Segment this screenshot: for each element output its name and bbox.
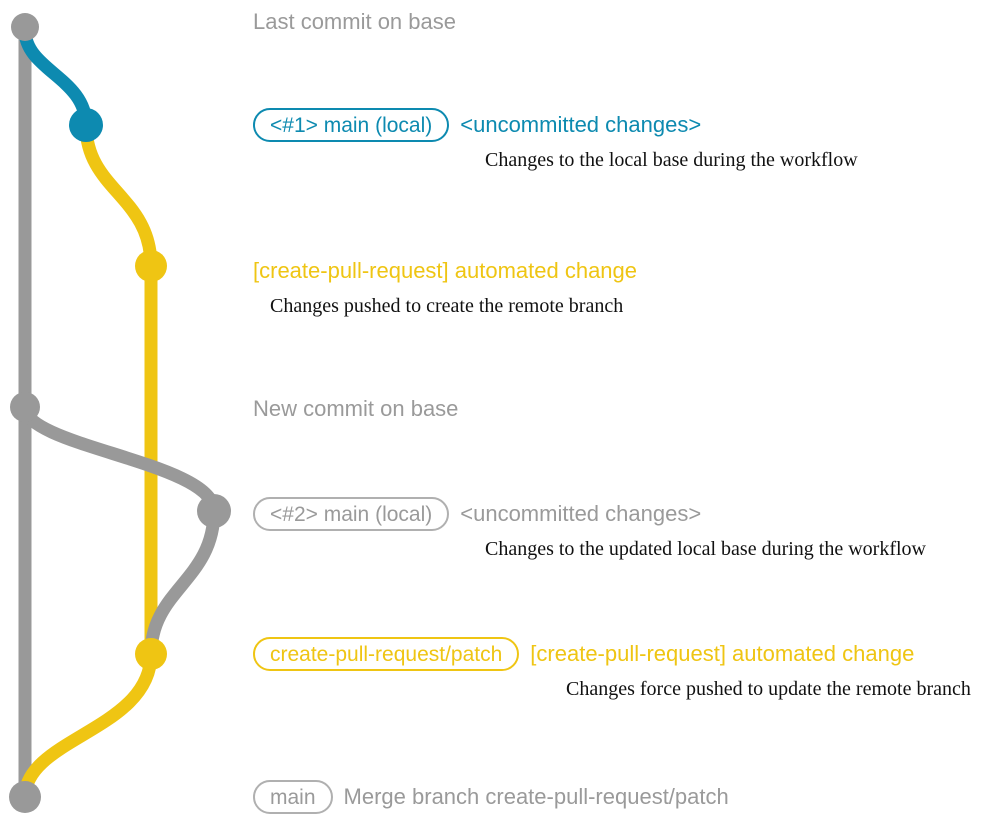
base-head-node[interactable]: [11, 13, 39, 41]
row-local-commit-2: <#2> main (local) <uncommitted changes> …: [253, 496, 926, 561]
local-commit-2-node[interactable]: [197, 494, 231, 528]
merge-commit-node[interactable]: [9, 781, 41, 813]
edge-local-1-to-remote-1: [79, 118, 158, 273]
commit-subject-new-commit-on-base: New commit on base: [253, 396, 459, 421]
commit-nodes: [9, 13, 231, 813]
commit-description-local-commit-2: Changes to the updated local base during…: [485, 538, 926, 560]
branch-label-main-local-1[interactable]: <#1> main (local): [253, 108, 450, 142]
row-head-local-commit-2: <#2> main (local) <uncommitted changes>: [253, 496, 926, 532]
commit-description-automated-change-update: Changes force pushed to update the remot…: [566, 678, 971, 700]
commit-description-local-commit-1: Changes to the local base during the wor…: [485, 149, 858, 171]
row-local-commit-1: <#1> main (local) <uncommitted changes> …: [253, 107, 858, 172]
row-head-local-commit-1: <#1> main (local) <uncommitted changes>: [253, 107, 858, 143]
row-head-merge-commit: main Merge branch create-pull-request/pa…: [253, 779, 729, 815]
commit-subject-automated-change-create: [create-pull-request] automated change: [253, 258, 638, 283]
commit-subject-local-commit-2: <uncommitted changes>: [460, 501, 702, 526]
commit-subject-automated-change-update: [create-pull-request] automated change: [530, 641, 915, 666]
commit-subject-merge-commit: Merge branch create-pull-request/patch: [343, 784, 729, 809]
commit-subject-local-commit-1: <uncommitted changes>: [460, 112, 702, 137]
row-automated-change-update: create-pull-request/patch [create-pull-r…: [253, 636, 971, 701]
row-new-commit-on-base: New commit on base: [253, 398, 458, 420]
branch-label-main[interactable]: main: [253, 780, 333, 814]
local-commit-1-node[interactable]: [69, 108, 103, 142]
row-head-automated-change-create: [create-pull-request] automated change: [253, 253, 637, 289]
remote-commit-1-node[interactable]: [135, 250, 167, 282]
row-merge-commit: main Merge branch create-pull-request/pa…: [253, 779, 729, 815]
branch-label-create-pull-request-patch[interactable]: create-pull-request/patch: [253, 637, 520, 671]
row-head-automated-change-update: create-pull-request/patch [create-pull-r…: [253, 636, 971, 672]
commit-subject-last-commit-on-base: Last commit on base: [253, 9, 456, 34]
branch-label-main-local-2[interactable]: <#2> main (local): [253, 497, 450, 531]
edge-local-2-to-remote-2: [144, 504, 221, 661]
remote-commit-2-node[interactable]: [135, 638, 167, 670]
row-last-commit-on-base: Last commit on base: [253, 11, 456, 33]
row-automated-change-create: [create-pull-request] automated change C…: [253, 253, 637, 318]
commit-description-automated-change-create: Changes pushed to create the remote bran…: [270, 295, 624, 317]
edge-base-to-local-2: [18, 400, 221, 518]
edge-remote-2-to-merge: [18, 647, 158, 804]
base-new-commit-node[interactable]: [10, 392, 40, 422]
